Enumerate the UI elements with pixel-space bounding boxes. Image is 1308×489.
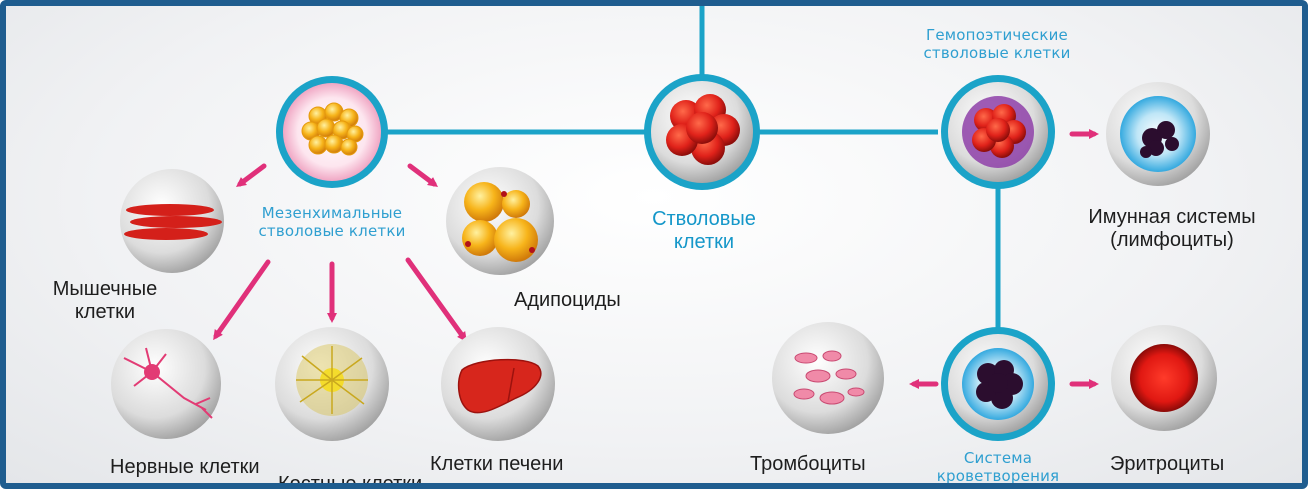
immune-label-line1: Имунная системы <box>1080 206 1264 229</box>
stem-cells-label-line1: Стволовые <box>646 208 762 231</box>
muscle-label-line1: Мышечные <box>40 278 170 301</box>
hematopoietic-label-line1: Гемопоэтические <box>902 26 1092 44</box>
bone-cell-icon <box>296 344 368 416</box>
mesenchymal-label-line1: Мезенхимальные <box>242 204 422 222</box>
mesenchymal-label: Мезенхимальные стволовые клетки <box>242 204 422 240</box>
immune-node <box>1106 82 1210 186</box>
hematopoietic-label: Гемопоэтические стволовые клетки <box>902 26 1092 62</box>
bone-node <box>275 327 389 441</box>
immune-label-line2: (лимфоциты) <box>1080 229 1264 252</box>
erythrocytes-label: Эритроциты <box>1110 453 1224 476</box>
liver-node <box>441 327 555 441</box>
muscle-label: Мышечные клетки <box>40 278 170 324</box>
muscle-cell-icon <box>124 204 222 240</box>
mesenchymal-cell-icon <box>302 103 363 155</box>
hematopoietic-node <box>941 75 1055 189</box>
erythrocyte-icon <box>1130 344 1198 412</box>
immune-label: Имунная системы (лимфоциты) <box>1080 206 1264 252</box>
arrow-to-nerve <box>216 262 268 336</box>
stem-cell-node <box>644 74 760 190</box>
liver-label: Клетки печени <box>430 453 563 476</box>
platelets-node <box>772 322 884 434</box>
adipocytes-label: Адипоциды <box>514 289 621 312</box>
erythrocytes-node <box>1111 325 1217 431</box>
hematopoiesis-label: Система кроветворения <box>928 449 1068 485</box>
bone-label: Костные клетки <box>278 473 422 489</box>
muscle-node <box>120 169 224 273</box>
nerve-node <box>111 329 221 439</box>
arrow-to-liver <box>408 260 464 338</box>
adipocytes-node <box>446 167 554 275</box>
stem-cells-label-line2: клетки <box>646 231 762 254</box>
hematopoiesis-label-line1: Система <box>928 449 1068 467</box>
arrow-to-muscle <box>240 166 264 184</box>
stem-cells-label: Стволовые клетки <box>646 208 762 254</box>
arrow-to-adipocytes <box>410 166 434 184</box>
hematopoiesis-node <box>941 327 1055 441</box>
platelets-label: Тромбоциты <box>750 453 866 476</box>
mesenchymal-label-line2: стволовые клетки <box>242 222 422 240</box>
mesenchymal-node <box>276 76 388 188</box>
hematopoiesis-label-line2: кроветворения <box>928 467 1068 485</box>
hematopoietic-label-line2: стволовые клетки <box>902 44 1092 62</box>
muscle-label-line2: клетки <box>40 301 170 324</box>
nerve-label: Нервные клетки <box>110 456 260 479</box>
